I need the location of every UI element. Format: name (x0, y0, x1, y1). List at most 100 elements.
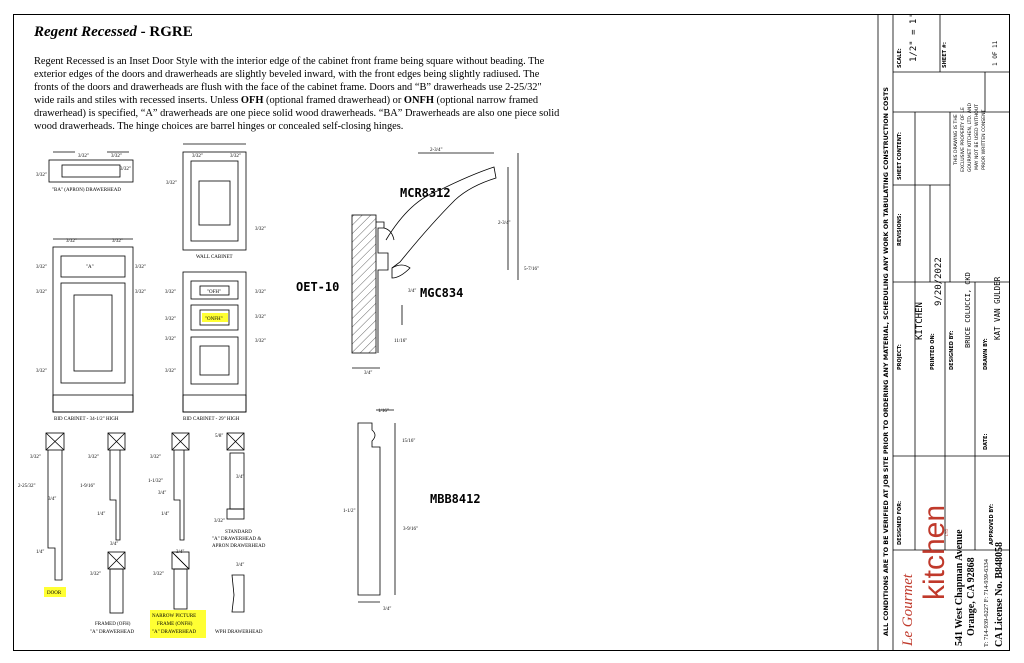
svg-text:3/4": 3/4" (48, 497, 56, 502)
svg-text:1-1/32": 1-1/32" (148, 479, 163, 484)
sheet-number-label: SHEET #: (942, 42, 948, 68)
svg-text:3/32": 3/32" (230, 154, 241, 159)
svg-text:3/32": 3/32" (66, 239, 77, 244)
standard-section-drawing (226, 432, 245, 520)
svg-text:1-1/2": 1-1/2" (343, 509, 356, 514)
svg-text:3/32": 3/32" (36, 369, 47, 374)
door-label: DOOR (47, 591, 62, 596)
svg-text:15/16": 15/16" (402, 439, 415, 444)
svg-text:3/4": 3/4" (364, 371, 372, 376)
svg-text:3-9/16": 3-9/16" (403, 527, 418, 532)
bid-cabinet-34-drawing (52, 238, 134, 413)
drawer-highlight (202, 313, 228, 322)
narrow-ofh-section-drawing (171, 432, 190, 610)
svg-text:3/32": 3/32" (135, 265, 146, 270)
svg-text:3/4": 3/4" (236, 563, 244, 568)
desc-part-2: (optional framed drawerhead) or (263, 95, 404, 106)
svg-text:3/32": 3/32" (30, 455, 41, 460)
project-label: PROJECT: (897, 344, 903, 370)
style-description: Regent Recessed is an Inset Door Style w… (34, 55, 564, 133)
standard-label-1: STANDARD (225, 530, 252, 535)
svg-text:3/4": 3/4" (408, 289, 416, 294)
notice-line-1: THIS DRAWING IS THE (953, 114, 959, 166)
address-line-1: 541 West Chapman Avenue (954, 529, 965, 646)
svg-text:3/32": 3/32" (165, 337, 176, 342)
svg-text:3/4": 3/4" (383, 607, 391, 612)
designed-for-label: DESIGNED FOR: (897, 501, 903, 545)
standard-label-3: APRON DRAWERHEAD (212, 544, 266, 549)
mgc-molding-label: MGC834 (420, 286, 463, 300)
bid-cabinet-29-drawing (182, 271, 247, 413)
svg-text:1/4": 1/4" (36, 550, 44, 555)
ba-drawerhead-label: "BA" (APRON) DRAWERHEAD (52, 188, 121, 193)
designed-by-value: BRUCE COLUCCI, CKD (964, 272, 972, 348)
wall-cabinet-drawing (182, 143, 247, 251)
sheet-number-value: 1 OF 11 (992, 40, 999, 66)
svg-text:3/32": 3/32" (166, 181, 177, 186)
svg-text:3/32": 3/32" (36, 265, 47, 270)
svg-text:3/4": 3/4" (176, 550, 184, 555)
printed-on-label: PRINTED ON: (930, 333, 936, 370)
desc-onfh: ONFH (403, 95, 434, 106)
door-section-drawing (45, 432, 65, 581)
svg-text:3/4": 3/4" (158, 491, 166, 496)
scale-label: SCALE: (897, 48, 903, 68)
ba-drawerhead-drawing (48, 151, 134, 183)
svg-text:5/8": 5/8" (215, 434, 223, 439)
svg-text:3/32": 3/32" (90, 572, 101, 577)
mbb-molding-label: MBB8412 (430, 492, 481, 506)
door-highlight (44, 587, 66, 597)
drawer-a-label: "A" (86, 265, 94, 270)
notice-line-3: GOURMET KITCHEN, LTD. AND (967, 103, 973, 172)
drawer-ofh-label: "OFH" (207, 290, 221, 295)
wall-cabinet-label: WALL CABINET (196, 255, 233, 260)
drawn-by-value: KAT VAN GULDER (993, 276, 1002, 340)
scale-value: 1/2" = 1' (909, 13, 919, 62)
svg-text:3/4": 3/4" (236, 475, 244, 480)
approved-by-label: APPROVED BY: (989, 504, 995, 545)
company-logo: Le Gourmet kitchen LTD (900, 505, 951, 647)
svg-text:1/16": 1/16" (378, 409, 389, 414)
desc-part-3: (optional narrow framed drawerhead) is s… (34, 95, 560, 132)
project-value: KITCHEN (915, 302, 925, 340)
svg-text:3/32": 3/32" (165, 317, 176, 322)
svg-text:3/32": 3/32" (135, 290, 146, 295)
bid-cabinet-29-label: BID CABINET - 29" HIGH (183, 417, 240, 422)
drawer-onfh-label: "ONFH" (205, 317, 223, 322)
oet-molding-label: OET-10 (296, 280, 339, 294)
narrow-frame-highlight (150, 610, 206, 638)
logo-ltd: LTD (944, 529, 949, 536)
framed-ofh-section-drawing (107, 432, 126, 614)
printed-on-value: 9/20/2022 (934, 257, 944, 306)
date-label: DATE: (983, 434, 989, 450)
svg-text:11/16": 11/16" (394, 339, 407, 344)
svg-text:3/32": 3/32" (165, 369, 176, 374)
baseboard-molding-section (357, 409, 396, 603)
crown-molding-section (351, 152, 519, 369)
logo-kitchen: kitchen (918, 505, 951, 600)
desc-ofh: OFH (240, 95, 264, 106)
title-style-name: Regent Recessed (34, 24, 137, 40)
wph-section-drawing (231, 574, 245, 613)
notice-line-5: PRIOR WRITTEN CONSENT (981, 109, 987, 170)
verification-note: ALL CONDITIONS ARE TO BE VERIFIED AT JOB… (882, 87, 890, 636)
mcr-molding-label: MCR8312 (400, 186, 451, 200)
title-style-code: RGRE (149, 24, 193, 40)
svg-text:3/32": 3/32" (255, 339, 266, 344)
svg-text:1/4": 1/4" (161, 512, 169, 517)
svg-text:3/32": 3/32" (36, 290, 47, 295)
svg-text:3/32": 3/32" (112, 239, 123, 244)
designed-by-label: DESIGNED BY: (949, 331, 955, 370)
bid-cabinet-34-label: BID CABINET - 34-1/2" HIGH (54, 417, 119, 422)
svg-text:3/32": 3/32" (150, 455, 161, 460)
svg-text:1/4": 1/4" (97, 512, 105, 517)
svg-text:3/32": 3/32" (153, 572, 164, 577)
narrow-frame-label-1: NARROW PICTURE (152, 614, 196, 619)
notice-line-4: MAY NOT BE USED WITHOUT (974, 104, 980, 170)
svg-text:3/32": 3/32" (255, 227, 266, 232)
svg-text:3/32": 3/32" (120, 167, 131, 172)
standard-label-2: "A" DRAWERHEAD & (212, 537, 261, 542)
svg-text:2-3/4": 2-3/4" (430, 148, 443, 153)
